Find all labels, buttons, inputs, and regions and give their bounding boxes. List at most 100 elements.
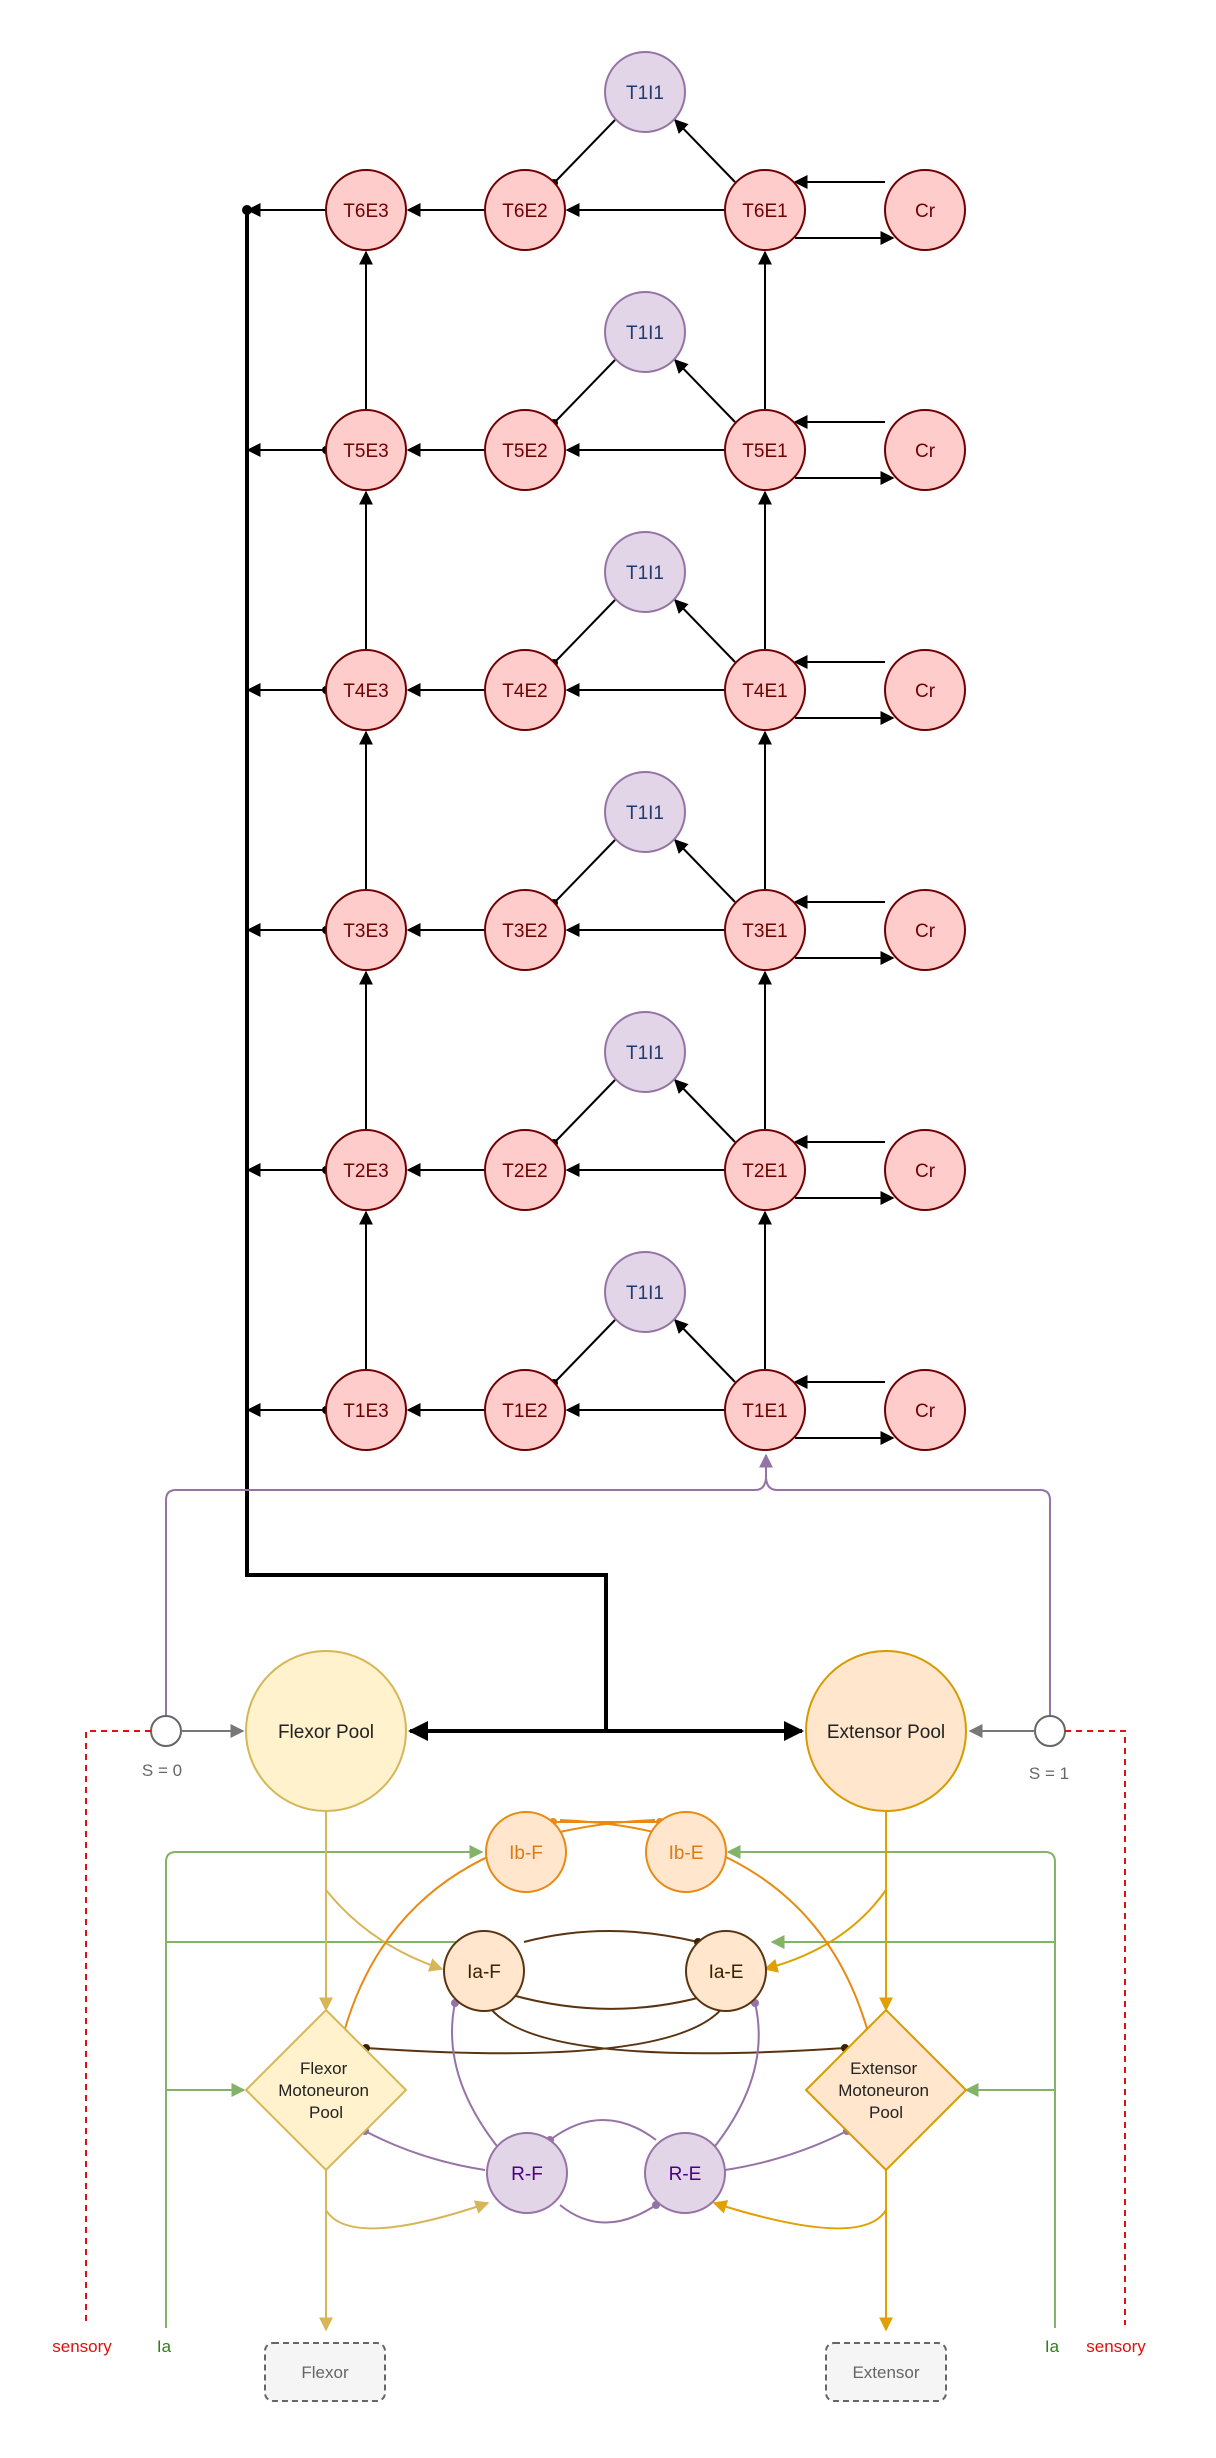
neuron-i1-label: T1I1 — [626, 1043, 664, 1064]
neuron-e3-label: T1E3 — [343, 1401, 388, 1422]
extensor-output-box — [825, 2342, 947, 2402]
neuron-e3-label: T4E3 — [343, 681, 388, 702]
neuron-cr-label: Cr — [915, 1161, 936, 1182]
neuron-e1 — [724, 1369, 806, 1451]
switch-left-line — [165, 1453, 773, 1716]
ia-left-line — [165, 1845, 484, 2328]
neuron-i1 — [604, 291, 686, 373]
neuron-cr — [884, 1129, 966, 1211]
neuron-i1 — [604, 531, 686, 613]
e1-to-i1 — [674, 1078, 736, 1143]
neuron-e3 — [325, 1129, 407, 1211]
neuron-i1 — [604, 1251, 686, 1333]
neuron-i1-label: T1I1 — [626, 83, 664, 104]
flexor-mn-to-rf — [325, 2200, 490, 2230]
extensor-pool-label: Extensor Pool — [827, 1722, 945, 1743]
ibe-to-flexor-mn — [343, 1819, 656, 2033]
ia-e-label: Ia-E — [709, 1962, 744, 1983]
neuron-i1-label: T1I1 — [626, 803, 664, 824]
neuron-e1 — [724, 889, 806, 971]
ia-f-label: Ia-F — [467, 1962, 501, 1983]
r-f-label: R-F — [511, 2164, 543, 2185]
neuron-i1-label: T1I1 — [626, 1283, 664, 1304]
ia-f-neuron — [443, 1930, 525, 2012]
extensor-motoneuron-pool — [804, 2008, 968, 2172]
sensory-right-line — [1065, 1730, 1126, 2325]
neuron-e2 — [484, 1129, 566, 1211]
neuron-i1 — [604, 51, 686, 133]
flexor-output-box — [264, 2342, 386, 2402]
neuron-e3 — [325, 649, 407, 731]
neuron-cr-label: Cr — [915, 201, 936, 222]
i1-to-e2 — [553, 359, 616, 424]
neuron-e2 — [484, 889, 566, 971]
neuron-i1 — [604, 1011, 686, 1093]
sensory-right-label: sensory — [1086, 2337, 1146, 2356]
rf-to-re-top — [549, 2119, 657, 2141]
neuron-e3-label: T3E3 — [343, 921, 388, 942]
r-e-label: R-E — [669, 2164, 702, 2185]
bus-dot — [242, 205, 252, 215]
iae-to-flexor-mn — [365, 1999, 729, 2055]
extensor-mn-to-re — [712, 2200, 887, 2230]
switch-right-line — [765, 1477, 1051, 1716]
neuron-e2-label: T3E2 — [502, 921, 547, 942]
ib-f-label: Ib-F — [509, 1843, 543, 1864]
neuron-e1-label: T5E1 — [742, 441, 787, 462]
neuron-cr — [884, 1369, 966, 1451]
flexor-motoneuron-pool — [244, 2008, 408, 2172]
sensory-left-label: sensory — [52, 2337, 112, 2356]
neuron-e3 — [325, 1369, 407, 1451]
neuron-e1 — [724, 1129, 806, 1211]
iaf-to-iae — [523, 1930, 699, 1943]
neuron-cr — [884, 169, 966, 251]
iaf-to-extensor-mn — [484, 1999, 846, 2055]
bus-line — [245, 210, 608, 1730]
neuron-e2-label: T1E2 — [502, 1401, 547, 1422]
e1-to-i1 — [674, 118, 736, 183]
e1-to-i1 — [674, 838, 736, 903]
neuron-e1-label: T1E1 — [742, 1401, 787, 1422]
neuron-cr-label: Cr — [915, 681, 936, 702]
neuron-e1-label: T3E1 — [742, 921, 787, 942]
neuron-e1 — [724, 169, 806, 251]
neuron-e2 — [484, 649, 566, 731]
neuron-e1-label: T2E1 — [742, 1161, 787, 1182]
e1-to-i1 — [674, 1318, 736, 1383]
re-to-rf-bottom — [559, 2204, 657, 2224]
ibf-to-extensor-mn — [559, 1819, 869, 2033]
neuron-e2-label: T2E2 — [502, 1161, 547, 1182]
extensor-mn-label: Extensor Motoneuron Pool — [838, 2059, 933, 2122]
i1-to-e2 — [553, 1079, 616, 1144]
e1-to-i1 — [674, 358, 736, 423]
flexor-mn-label: Flexor Motoneuron Pool — [278, 2059, 373, 2122]
neuron-cr — [884, 409, 966, 491]
neuron-e2 — [484, 169, 566, 251]
e1-to-i1 — [674, 598, 736, 663]
neuron-e2-label: T6E2 — [502, 201, 547, 222]
switch-right-label: S = 1 — [1029, 1764, 1069, 1783]
neuron-cr — [884, 889, 966, 971]
switch-right[interactable] — [1034, 1715, 1066, 1747]
neuron-cr-label: Cr — [915, 441, 936, 462]
re-to-iae — [711, 2002, 760, 2151]
neuron-i1-label: T1I1 — [626, 563, 664, 584]
neuron-e2-label: T5E2 — [502, 441, 547, 462]
switch-left-label: S = 0 — [142, 1761, 182, 1780]
neuron-e3-label: T6E3 — [343, 201, 388, 222]
neuron-e3 — [325, 169, 407, 251]
i1-to-e2 — [553, 599, 616, 664]
rf-to-iaf — [451, 2002, 501, 2151]
ib-e-label: Ib-E — [669, 1843, 704, 1864]
rf-to-flexor-mn — [364, 2130, 486, 2171]
neuron-e1-label: T4E1 — [742, 681, 787, 702]
neuron-i1 — [604, 771, 686, 853]
r-e-neuron — [644, 2132, 726, 2214]
flexor-output-label: Flexor — [301, 2363, 349, 2382]
r-f-neuron — [486, 2132, 568, 2214]
neuron-e2-label: T4E2 — [502, 681, 547, 702]
extensor-pool-to-iae — [763, 1889, 887, 1973]
neuron-e3 — [325, 889, 407, 971]
switch-left[interactable] — [150, 1715, 182, 1747]
